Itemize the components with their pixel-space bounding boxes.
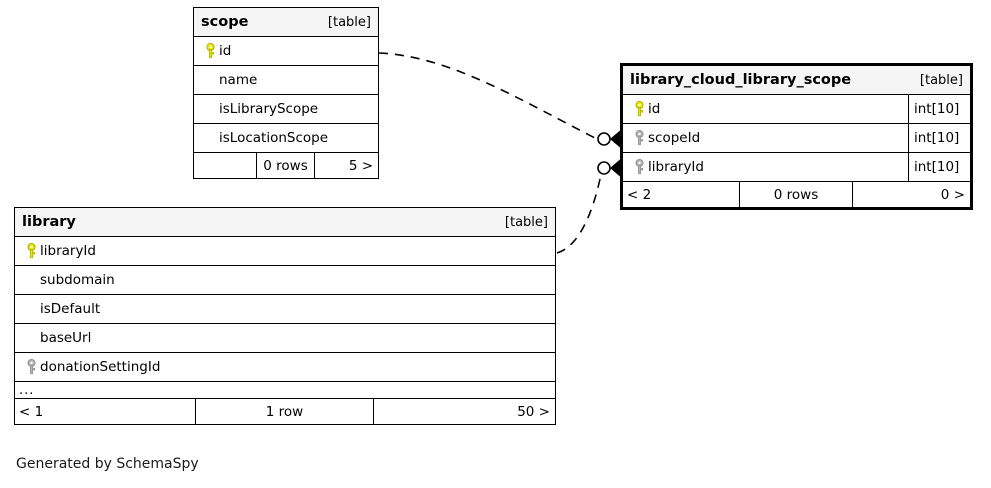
column-name: donationSettingId bbox=[40, 359, 161, 375]
table-row[interactable]: donationSettingId bbox=[15, 353, 555, 382]
table-library-cloud-library-scope-footer: < 2 0 rows 0 > bbox=[623, 182, 970, 207]
relationship-scope-to-library-cloud-library-scope bbox=[378, 52, 620, 148]
table-row[interactable]: isDefault bbox=[15, 295, 555, 324]
primary-key-icon bbox=[201, 43, 219, 59]
column-name: id bbox=[648, 101, 661, 117]
foreign-key-icon bbox=[630, 130, 648, 146]
row-count: 0 rows bbox=[739, 182, 853, 207]
row-count: 0 rows bbox=[255, 153, 316, 178]
prev-tables-link[interactable] bbox=[194, 153, 256, 178]
next-tables-link[interactable]: 0 > bbox=[940, 186, 965, 203]
table-row[interactable]: isLibraryScope bbox=[194, 95, 378, 124]
column-type: int[10] bbox=[908, 95, 970, 123]
column-name: baseUrl bbox=[40, 330, 92, 346]
table-row[interactable]: libraryId int[10] bbox=[623, 153, 970, 182]
column-name: libraryId bbox=[648, 159, 704, 175]
table-row[interactable]: name bbox=[194, 66, 378, 95]
table-library-title: library bbox=[22, 214, 76, 230]
column-name: isLibraryScope bbox=[219, 101, 319, 117]
foreign-key-icon bbox=[22, 359, 40, 375]
column-name: isLocationScope bbox=[219, 130, 329, 146]
table-row[interactable]: scopeId int[10] bbox=[623, 124, 970, 153]
foreign-key-icon bbox=[630, 159, 648, 175]
next-tables-link[interactable]: 5 > bbox=[348, 157, 374, 174]
next-tables-link[interactable]: 50 > bbox=[517, 403, 550, 420]
table-library-cloud-library-scope[interactable]: library_cloud_library_scope [table] id i… bbox=[620, 63, 973, 210]
table-scope[interactable]: scope [table] id name isLibraryScope bbox=[193, 7, 379, 179]
relationship-library-to-library-cloud-library-scope bbox=[556, 159, 620, 254]
table-library[interactable]: library [table] libraryId subdomain isDe… bbox=[14, 207, 556, 425]
table-row[interactable]: isLocationScope bbox=[194, 124, 378, 153]
column-type: int[10] bbox=[908, 153, 970, 181]
column-name: scopeId bbox=[648, 130, 701, 146]
table-row[interactable]: id int[10] bbox=[623, 95, 970, 124]
primary-key-icon bbox=[22, 243, 40, 259]
primary-key-icon bbox=[630, 101, 648, 117]
row-count: 1 row bbox=[195, 399, 374, 424]
column-name: name bbox=[219, 72, 258, 88]
table-scope-header: scope [table] bbox=[194, 8, 378, 37]
more-columns-indicator: ... bbox=[15, 382, 555, 399]
table-library-kind: [table] bbox=[504, 214, 548, 230]
column-type: int[10] bbox=[908, 124, 970, 152]
table-row[interactable]: subdomain bbox=[15, 266, 555, 295]
table-row[interactable]: baseUrl bbox=[15, 324, 555, 353]
table-row[interactable]: id bbox=[194, 37, 378, 66]
table-library-header: library [table] bbox=[15, 208, 555, 237]
table-row[interactable]: libraryId bbox=[15, 237, 555, 266]
prev-tables-link[interactable]: < 2 bbox=[627, 186, 652, 203]
table-scope-footer: 0 rows 5 > bbox=[194, 153, 378, 178]
table-scope-title: scope bbox=[201, 14, 249, 30]
prev-tables-link[interactable]: < 1 bbox=[19, 403, 44, 420]
column-name: subdomain bbox=[40, 272, 115, 288]
table-library-footer: < 1 1 row 50 > bbox=[15, 399, 555, 424]
table-library-cloud-library-scope-title: library_cloud_library_scope bbox=[630, 72, 852, 88]
column-name: libraryId bbox=[40, 243, 96, 259]
table-library-cloud-library-scope-kind: [table] bbox=[919, 72, 963, 88]
table-scope-kind: [table] bbox=[327, 14, 371, 30]
table-library-cloud-library-scope-header: library_cloud_library_scope [table] bbox=[623, 66, 970, 95]
column-name: isDefault bbox=[40, 301, 101, 317]
column-name: id bbox=[219, 43, 232, 59]
generated-by-caption: Generated by SchemaSpy bbox=[16, 456, 199, 472]
